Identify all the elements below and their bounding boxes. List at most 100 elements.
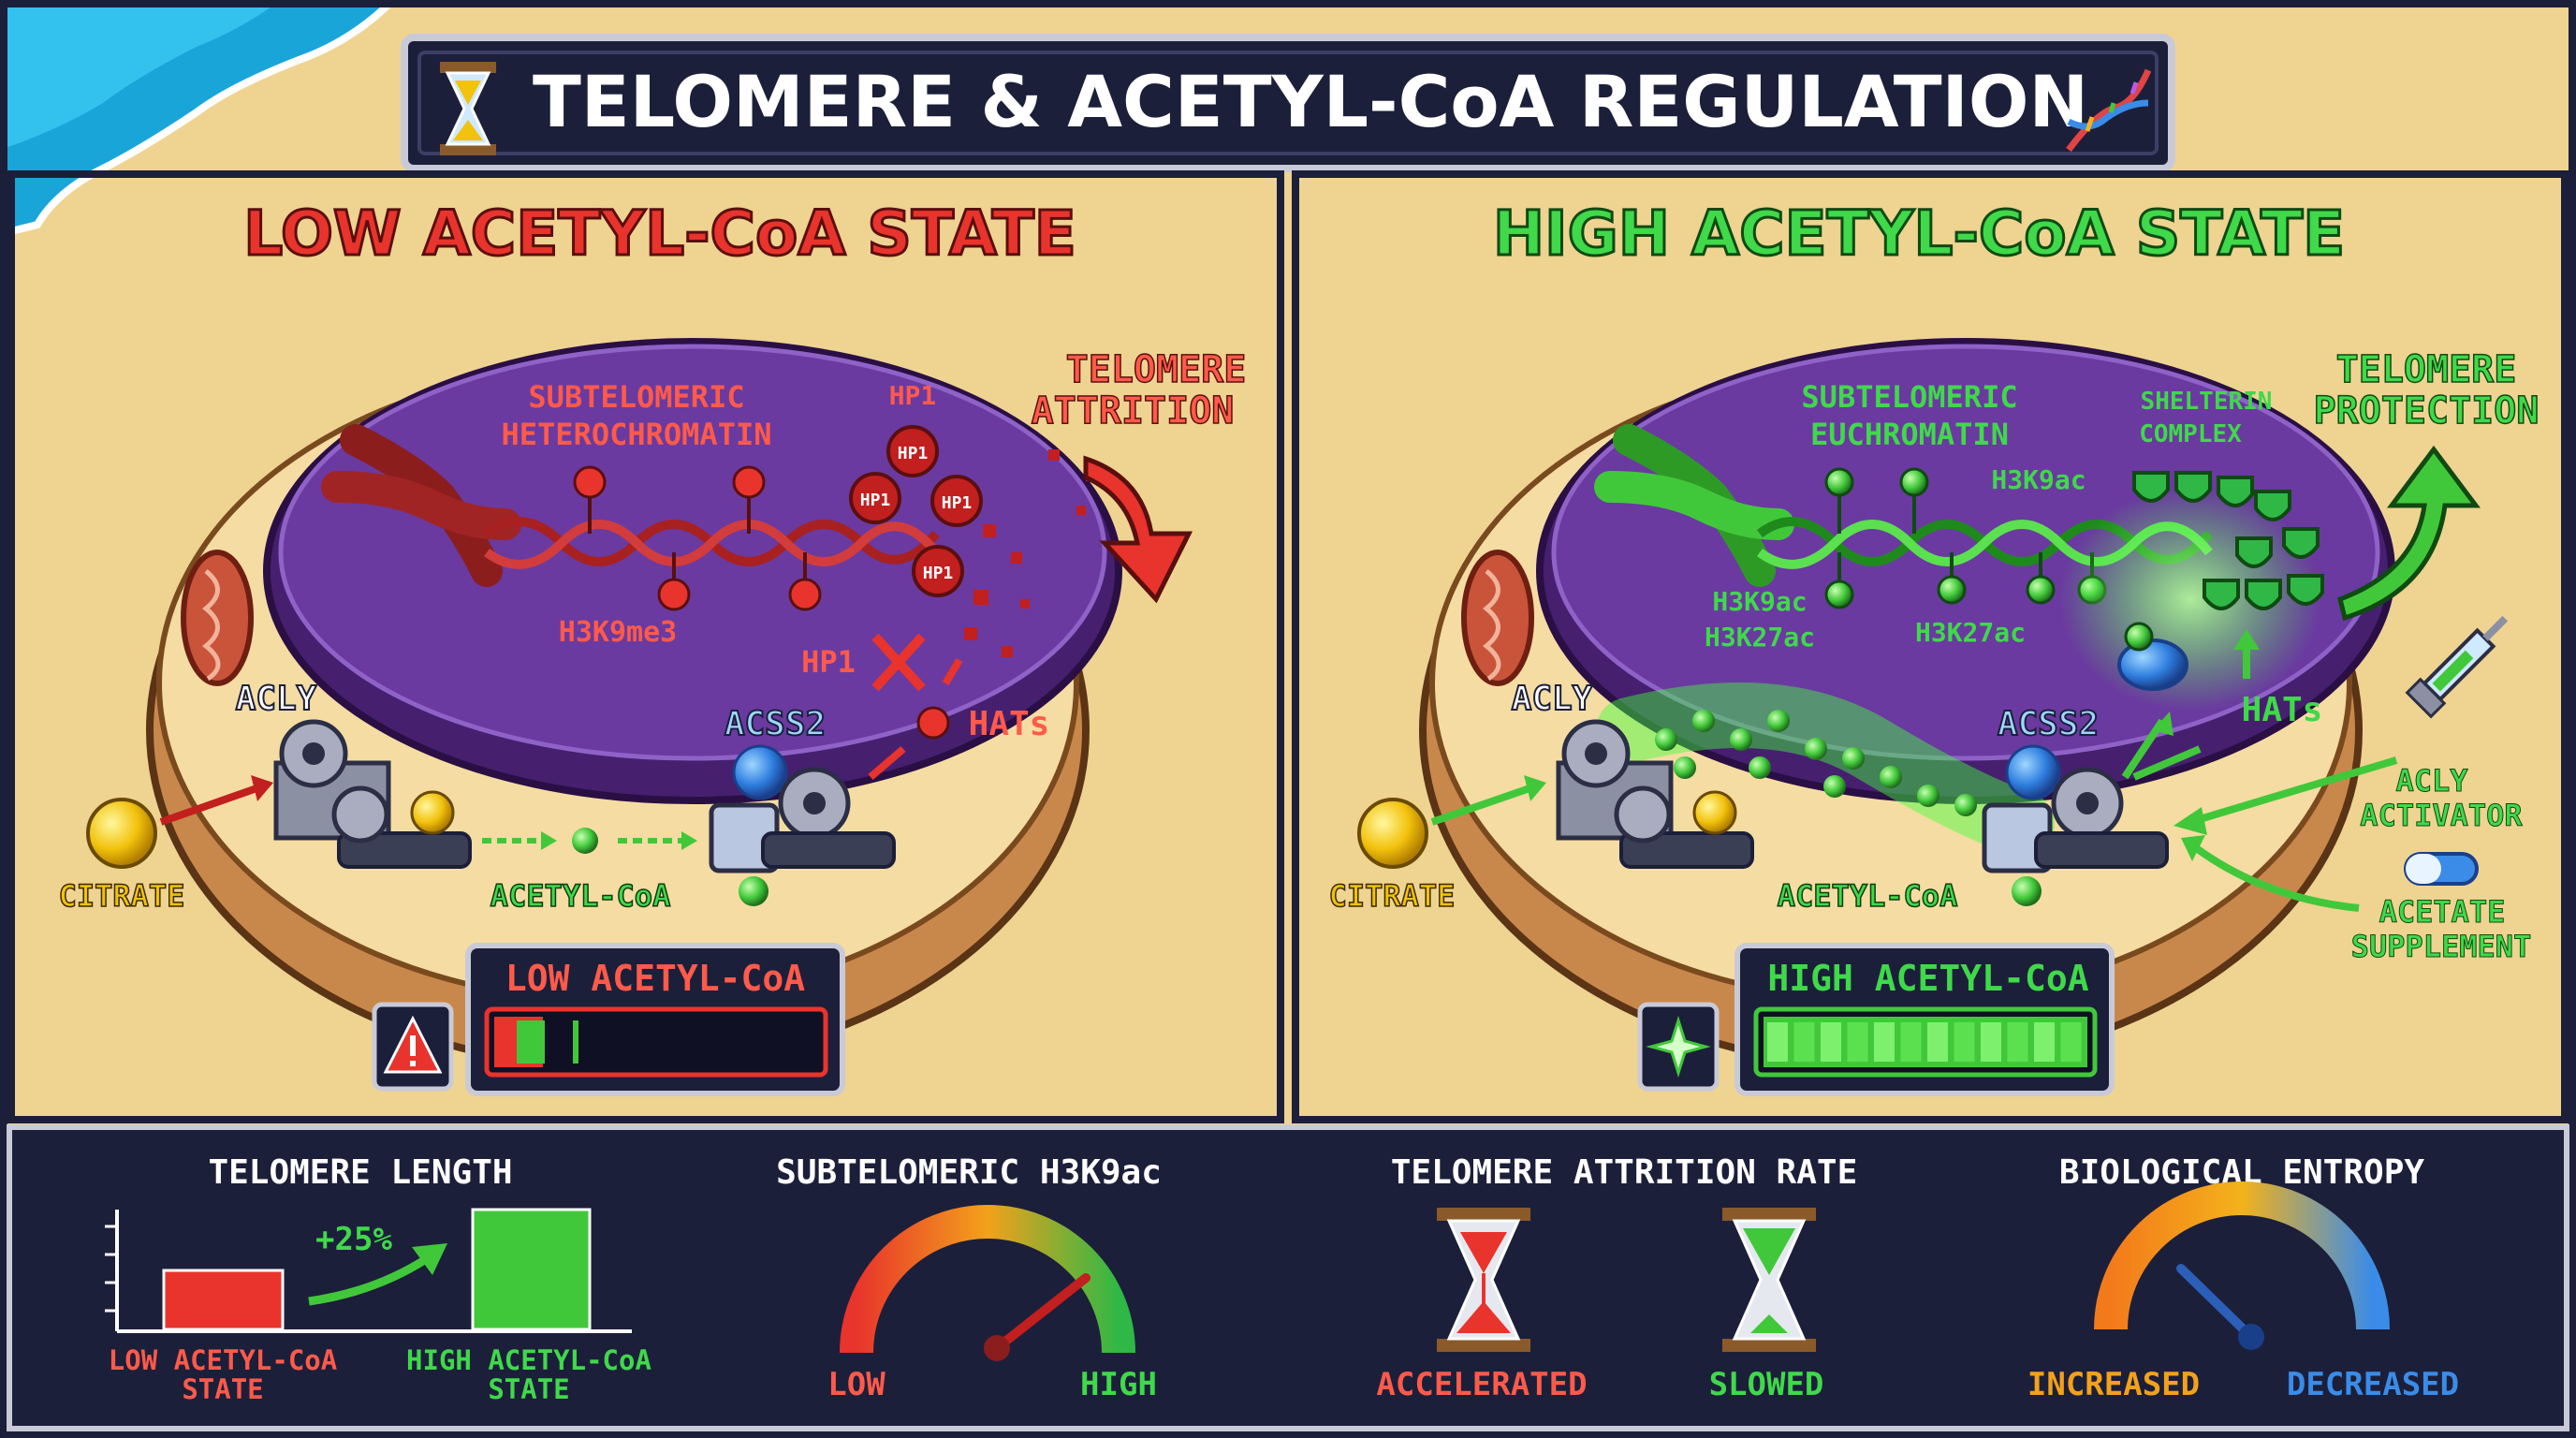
high-length-bar: [471, 1208, 592, 1331]
hat-enzyme: [2117, 622, 2188, 691]
low-heading: LOW ACETYL-CoA STATE: [243, 198, 1076, 270]
hourglass-icon: [440, 62, 496, 155]
meter-segment: [1927, 1022, 1948, 1062]
acetyl-coa-label: ACETYL-CoA: [490, 878, 671, 914]
attrition-accelerated: ACCELERATED: [1376, 1366, 1587, 1403]
h3k9ac-high: HIGH: [1080, 1366, 1157, 1403]
meter-segment: [1793, 1022, 1815, 1062]
svg-text:HP1: HP1: [942, 493, 973, 513]
low-panel: LOW ACETYL-CoA STATE SUBTELOMERIC: [58, 197, 1247, 1096]
citrate-molecule: [1357, 798, 1428, 869]
h3k9ac-low: LOW: [827, 1366, 886, 1403]
citrate-molecule: [86, 798, 157, 869]
citrate-label: CITRATE: [59, 878, 185, 914]
high-length-label-1: HIGH ACETYL-CoA: [406, 1344, 651, 1376]
entropy-metric: BIOLOGICAL ENTROPY INCREASED DECREASED: [2027, 1153, 2459, 1403]
entropy-increased: INCREASED: [2027, 1366, 2200, 1403]
telomere-length-metric: TELOMERE LENGTH +25% LOW ACETYL-CoA STAT…: [105, 1153, 651, 1405]
surf-line: [0, 0, 396, 238]
acly-label: ACLY: [1512, 680, 1593, 718]
low-meter-track: [484, 1006, 828, 1078]
high-length-label-2: STATE: [488, 1373, 569, 1405]
entropy-gauge: [2094, 1181, 2390, 1330]
citrate-arrow: [1430, 783, 1537, 826]
acetyl-beads: [1655, 710, 1977, 816]
acss2-machine: [1982, 744, 2169, 906]
meter-segment: [1874, 1022, 1895, 1062]
chromatin-label-1: SUBTELOMERIC: [1801, 379, 2017, 415]
acetyl-flow: [482, 828, 697, 854]
high-meter: HIGH ACETYL-CoA: [1637, 943, 2115, 1096]
shelterin-label-2: COMPLEX: [2139, 420, 2242, 448]
hats-label: HATs: [2242, 691, 2323, 729]
warning-icon: [383, 1015, 443, 1074]
acly-label: ACLY: [236, 680, 317, 718]
h3k27ac-left-label: H3K27ac: [1705, 622, 1815, 653]
chromatin-label-2: HETEROCHROMATIN: [502, 417, 772, 452]
high-heading: HIGH ACETYL-CoA STATE: [1493, 198, 2345, 270]
title-banner: TELOMERE & ACETYL-CoA REGULATION: [401, 34, 2175, 172]
acly-machine: [273, 719, 472, 869]
mitochondrion: [1461, 550, 1534, 686]
capsule-icon: [2404, 852, 2479, 886]
entropy-needle: [2176, 1264, 2256, 1342]
acss2-machine: [709, 744, 896, 906]
length-change: +25%: [315, 1221, 392, 1258]
low-meter: LOW ACETYL-CoA: [372, 943, 845, 1096]
hp1-blocked-label: HP1: [801, 644, 856, 680]
activator-label-2: ACTIVATOR: [2360, 798, 2523, 833]
low-length-bar: [162, 1269, 285, 1331]
mitochondrion: [181, 550, 254, 686]
h3k9ac-left-label: H3K9ac: [1712, 586, 1807, 617]
shelterin-label-1: SHELTERIN: [2141, 388, 2273, 416]
low-length-label-1: LOW ACETYL-CoA: [109, 1344, 337, 1376]
acss2-label: ACSS2: [1998, 705, 2099, 743]
attrition-slowed: SLOWED: [1709, 1366, 1824, 1403]
attrition-label-1: TELOMERE: [1066, 348, 1247, 391]
protection-label-2: PROTECTION: [2314, 389, 2539, 433]
svg-text:HP1: HP1: [860, 491, 891, 510]
h3k9ac-top-label: H3K9ac: [1991, 464, 2086, 495]
low-length-label-2: STATE: [182, 1373, 263, 1405]
meter-segment: [1821, 1022, 1841, 1062]
increase-arrow: [308, 1255, 429, 1306]
protection-label-1: TELOMERE: [2336, 348, 2517, 391]
block-x-icon: [871, 633, 926, 692]
supplement-label-2: SUPPLEMENT: [2351, 929, 2532, 964]
low-panel-frame: [7, 170, 1284, 1123]
activator-arrow: [2188, 756, 2398, 826]
chromatin-label-1: SUBTELOMERIC: [528, 379, 744, 415]
sparkle-icon: [1646, 1016, 1711, 1078]
h3k9ac-metric: SUBTELOMERIC H3K9ac LOW HIGH: [776, 1153, 1162, 1403]
dna-helix: [484, 517, 940, 569]
entropy-decreased: DECREASED: [2287, 1366, 2459, 1403]
high-panel-frame: [1292, 170, 2569, 1123]
protection-arrow: [2337, 445, 2481, 622]
chromatin-label-2: EUCHROMATIN: [1810, 417, 2009, 452]
activator-label-1: ACLY: [2395, 763, 2468, 799]
high-meter-label: HIGH ACETYL-CoA: [1767, 958, 2088, 999]
h3k9ac-gauge: [840, 1205, 1135, 1354]
acss2-label: ACSS2: [724, 705, 826, 743]
high-meter-fill: [1764, 1017, 2087, 1067]
meter-segment: [1900, 1022, 1922, 1062]
syringe-icon: [2405, 615, 2509, 719]
attrition-rate-metric: TELOMERE ATTRITION RATE ACCELERATED SLOW…: [1376, 1153, 1857, 1403]
h3k9me3-marks: [573, 465, 822, 611]
protection-glow: [2059, 487, 2321, 712]
acetyl-coa-label: ACETYL-CoA: [1778, 878, 1958, 914]
supplement-arrow: [2192, 844, 2360, 912]
low-meter-label: LOW ACETYL-CoA: [505, 958, 805, 999]
dna-icon: [2066, 68, 2152, 153]
hat-bead: [916, 706, 950, 740]
meter-segment: [2007, 1022, 2028, 1062]
svg-text:HP1: HP1: [923, 564, 954, 583]
metrics-dashboard: [7, 1124, 2569, 1431]
supplement-label-1: ACETATE: [2379, 894, 2506, 930]
citrate-label: CITRATE: [1329, 878, 1456, 914]
hp1-cluster: HP1 HP1 HP1 HP1: [849, 425, 983, 597]
svg-text:HP1: HP1: [898, 444, 929, 463]
page-title: TELOMERE & ACETYL-CoA REGULATION: [533, 60, 2088, 143]
meter-segment: [1847, 1022, 1868, 1062]
